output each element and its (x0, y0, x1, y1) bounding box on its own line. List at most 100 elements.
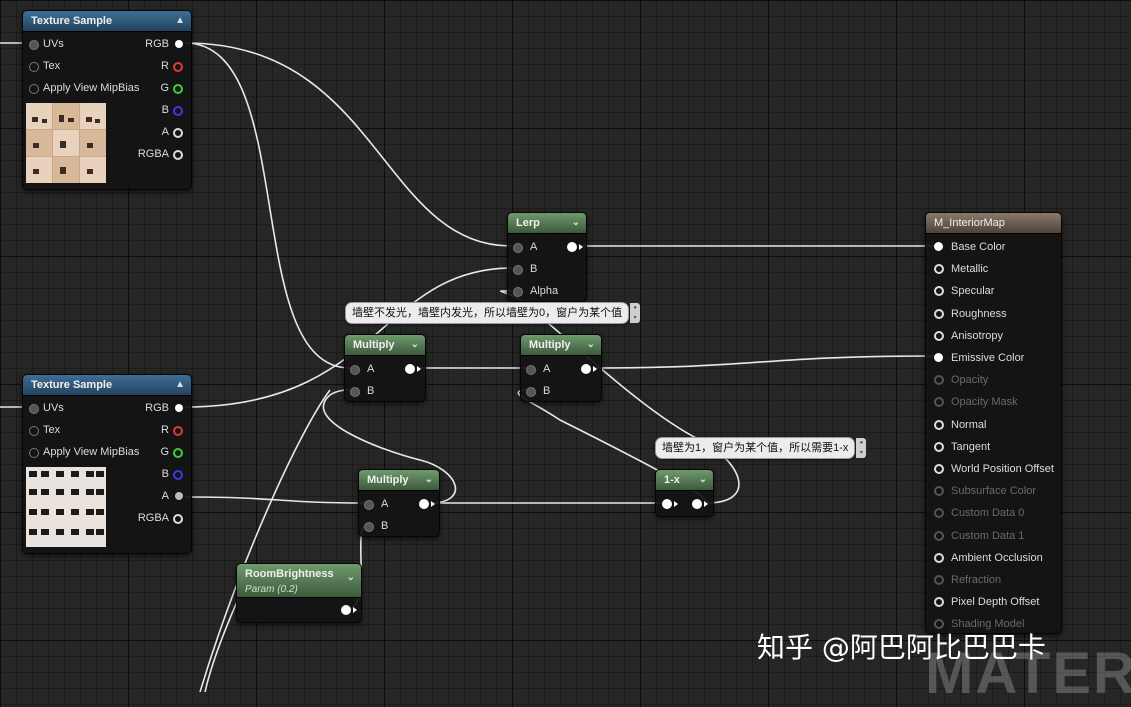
r-output-pin[interactable] (173, 62, 183, 72)
g-output-pin[interactable] (173, 84, 183, 94)
multiply-header[interactable]: Multiply ⌄ (521, 335, 601, 356)
b-label: B (530, 263, 538, 275)
alpha-label: Alpha (530, 285, 559, 297)
chevron-down-icon[interactable]: ⌄ (410, 339, 419, 350)
material-input-pin[interactable] (934, 619, 944, 630)
material-pin-label: Opacity (951, 374, 989, 387)
texture-sample-node-2[interactable]: Texture Sample ▲ UVs Tex Apply View MipB… (22, 374, 192, 554)
material-input-pin[interactable] (934, 286, 944, 297)
chevron-down-icon[interactable]: ⌄ (424, 474, 433, 485)
rgba-output-pin[interactable] (173, 150, 183, 160)
uvs-input-pin[interactable] (29, 404, 39, 414)
multiply-header[interactable]: Multiply ⌄ (359, 470, 439, 491)
multiply-node-3[interactable]: Multiply ⌄ A B (358, 469, 440, 537)
param-output-pin[interactable] (341, 605, 351, 615)
r-label: R (161, 60, 169, 72)
tex-input-pin[interactable] (29, 62, 39, 72)
mipbias-input-pin[interactable] (29, 448, 39, 458)
comment-bubble-2[interactable]: 墙壁为1，窗户为某个值，所以需要1-x ●▾ (655, 437, 867, 459)
multiply-output-pin[interactable] (405, 364, 415, 374)
one-minus-input-pin[interactable] (662, 499, 672, 509)
comment-pin-icon[interactable]: ●▾ (630, 303, 641, 323)
comment-bubble-1[interactable]: 墙壁不发光，墙壁内发光，所以墙壁为0，窗户为某个值 ●▾ (345, 302, 641, 324)
a-input-pin[interactable] (350, 365, 360, 375)
a-output-pin[interactable] (173, 128, 183, 138)
lerp-output-pin[interactable] (567, 242, 577, 252)
material-input-pin[interactable] (934, 552, 944, 563)
material-input-pin[interactable] (934, 330, 944, 341)
lerp-header[interactable]: Lerp ⌄ (508, 213, 586, 234)
chevron-down-icon[interactable]: ⌄ (571, 217, 580, 228)
b-output-pin[interactable] (173, 470, 183, 480)
uvs-label: UVs (43, 402, 64, 414)
alpha-input-pin[interactable] (513, 287, 523, 297)
material-input-pin[interactable] (934, 375, 944, 386)
b-output-pin[interactable] (173, 106, 183, 116)
b-input-pin[interactable] (364, 522, 374, 532)
param-header[interactable]: RoomBrightness Param (0.2) ⌄ (237, 564, 361, 598)
material-input-pin[interactable] (934, 530, 944, 541)
material-input-pin[interactable] (934, 441, 944, 452)
rgba-label: RGBA (137, 148, 169, 160)
material-input-pin[interactable] (934, 464, 944, 474)
a-input-pin[interactable] (364, 500, 374, 510)
tex-input-pin[interactable] (29, 426, 39, 436)
collapse-icon[interactable]: ▲ (175, 379, 185, 390)
material-pin-label: Base Color (951, 241, 1006, 253)
rgb-output-pin[interactable] (175, 40, 183, 48)
a-input-pin[interactable] (526, 365, 536, 375)
multiply-output-pin[interactable] (581, 364, 591, 374)
g-output-pin[interactable] (173, 448, 183, 458)
one-minus-node[interactable]: 1-x ⌄ (655, 469, 714, 517)
material-input-pin[interactable] (934, 353, 943, 362)
r-output-pin[interactable] (173, 426, 183, 436)
room-brightness-param-node[interactable]: RoomBrightness Param (0.2) ⌄ (236, 563, 362, 623)
material-input-pin[interactable] (934, 486, 944, 497)
zhihu-watermark: 知乎 @阿巴阿比巴巴卡 (757, 631, 1046, 664)
a-output-pin[interactable] (175, 492, 183, 500)
material-result-header[interactable]: M_InteriorMap (926, 213, 1061, 234)
output-arrow-icon (431, 501, 435, 507)
b-label: B (543, 385, 551, 397)
material-input-pin[interactable] (934, 264, 944, 275)
material-input-pin[interactable] (934, 575, 944, 585)
tex-label: Tex (43, 60, 61, 72)
texture-preview-interior (26, 103, 106, 183)
chevron-down-icon[interactable]: ⌄ (698, 474, 707, 485)
uvs-input-pin[interactable] (29, 40, 39, 50)
material-input-pin[interactable] (934, 308, 944, 319)
a-input-pin[interactable] (513, 243, 523, 253)
rgba-output-pin[interactable] (173, 514, 183, 524)
material-pin-label: Refraction (951, 574, 1002, 586)
material-input-pin[interactable] (934, 508, 944, 519)
multiply-node-2[interactable]: Multiply ⌄ A B (520, 334, 602, 402)
material-input-pin[interactable] (934, 419, 944, 430)
comment-text: 墙壁不发光，墙壁内发光，所以墙壁为0，窗户为某个值 (352, 307, 623, 319)
collapse-icon[interactable]: ▲ (175, 15, 185, 26)
chevron-down-icon[interactable]: ⌄ (586, 339, 595, 350)
mipbias-label: Apply View MipBias (43, 82, 140, 94)
chevron-down-icon[interactable]: ⌄ (346, 572, 355, 583)
a-label: A (543, 363, 551, 375)
multiply-node-1[interactable]: Multiply ⌄ A B (344, 334, 426, 402)
texture-sample-node-1[interactable]: Texture Sample ▲ UVs Tex Apply View MipB… (22, 10, 192, 190)
material-input-pin[interactable] (934, 242, 943, 251)
material-input-pin[interactable] (934, 597, 944, 608)
one-minus-header[interactable]: 1-x ⌄ (656, 470, 713, 491)
tex-label: Tex (43, 424, 61, 436)
one-minus-output-pin[interactable] (692, 499, 702, 509)
b-input-pin[interactable] (526, 387, 536, 397)
comment-pin-icon[interactable]: ●▾ (856, 438, 867, 458)
material-pin-label: Ambient Occlusion (951, 551, 1043, 564)
texture-sample-header[interactable]: Texture Sample ▲ (23, 375, 191, 396)
mipbias-input-pin[interactable] (29, 84, 39, 94)
multiply-output-pin[interactable] (419, 499, 429, 509)
b-input-pin[interactable] (350, 387, 360, 397)
multiply-header[interactable]: Multiply ⌄ (345, 335, 425, 356)
material-input-pin[interactable] (934, 397, 944, 408)
lerp-node[interactable]: Lerp ⌄ A B Alpha (507, 212, 587, 302)
texture-sample-header[interactable]: Texture Sample ▲ (23, 11, 191, 32)
rgb-output-pin[interactable] (175, 404, 183, 412)
b-input-pin[interactable] (513, 265, 523, 275)
